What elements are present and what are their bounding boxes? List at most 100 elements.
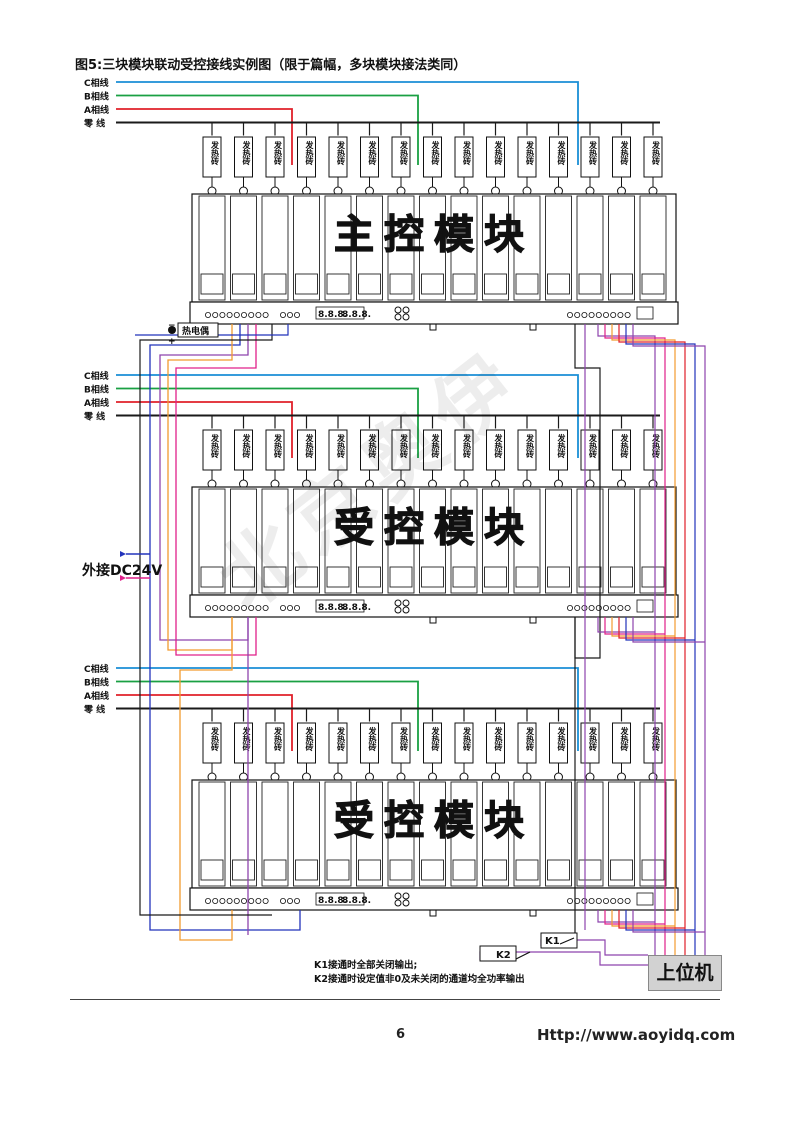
heater-label: 发热砖	[304, 433, 314, 459]
k2-switch-box	[479, 945, 517, 962]
knob	[402, 313, 410, 321]
k1-contact	[559, 937, 575, 945]
phase-bus-a	[116, 108, 293, 165]
host-wire	[618, 324, 686, 955]
host-wire	[597, 617, 655, 633]
terminal	[595, 311, 602, 318]
heater-label: 发热砖	[556, 433, 566, 459]
channel-port	[200, 566, 224, 588]
heater-label: 发热砖	[210, 140, 220, 166]
channel-port	[326, 566, 350, 588]
terminal	[610, 311, 617, 318]
phase-label-a: A相线	[84, 104, 109, 116]
channel-port	[515, 273, 539, 295]
terminal	[204, 898, 211, 905]
channel-port	[578, 566, 602, 588]
display-readout: 8.8.8.	[318, 603, 347, 613]
terminal	[624, 311, 631, 318]
channel-port	[263, 859, 287, 881]
terminal	[567, 898, 574, 905]
terminal	[603, 898, 610, 905]
host-wire	[618, 617, 685, 639]
host-wire	[604, 324, 666, 955]
heater-label: 发热砖	[399, 433, 409, 459]
comm-port	[636, 892, 654, 906]
phase-bus-c	[116, 667, 579, 751]
phase-bus-b	[116, 387, 419, 458]
channel-port	[326, 859, 350, 881]
heater-label: 发热砖	[304, 726, 314, 752]
host-wire	[604, 910, 665, 925]
heater-label: 发热砖	[273, 140, 283, 166]
terminal	[617, 311, 624, 318]
phase-label-c: C相线	[84, 370, 109, 382]
heater-label: 发热砖	[210, 726, 220, 752]
k1-label: K1	[545, 936, 560, 947]
channel-port	[641, 566, 665, 588]
terminal	[226, 605, 233, 612]
knob	[394, 899, 402, 907]
terminal	[293, 605, 300, 612]
module-label: 主控模块	[334, 212, 534, 258]
host-wire	[625, 324, 696, 955]
host-wire	[611, 617, 675, 637]
module-rail	[189, 887, 679, 911]
channel-port	[358, 273, 381, 295]
display-readout: 8.8.8.	[342, 310, 371, 320]
heater-label: 发热砖	[399, 140, 409, 166]
channel-port	[421, 566, 444, 588]
heater-label: 发热砖	[210, 433, 220, 459]
display-readout: 8.8.8.	[318, 310, 347, 320]
knob	[402, 899, 410, 907]
host-computer-box: 上位机	[648, 955, 722, 991]
seven-seg-display	[315, 306, 365, 320]
phase-label-c: C相线	[84, 663, 109, 675]
host-wire	[632, 617, 705, 643]
knob	[394, 892, 402, 900]
host-wire	[611, 910, 675, 927]
terminal	[293, 311, 300, 318]
terminal	[219, 898, 226, 905]
heater-label: 发热砖	[241, 140, 251, 166]
terminal	[603, 311, 610, 318]
host-wire	[611, 324, 676, 955]
terminal	[219, 605, 226, 612]
module-label: 受控模块	[334, 505, 534, 551]
terminal	[279, 605, 286, 612]
channel-port	[326, 273, 350, 295]
channel-port	[641, 859, 665, 881]
channel-port	[358, 859, 381, 881]
display-readout: 8.8.8.	[342, 603, 371, 613]
terminal	[588, 898, 595, 905]
figure-title: 图5:三块模块联动受控接线实例图（限于篇幅，多块模块接法类同）	[75, 58, 467, 73]
display-readout: 8.8.8.	[342, 896, 371, 906]
channel-port	[389, 273, 413, 295]
mount-slot	[529, 910, 537, 917]
terminal	[624, 605, 631, 612]
heater-label: 发热砖	[619, 140, 629, 166]
terminal	[279, 898, 286, 905]
heater-label: 发热砖	[273, 433, 283, 459]
terminal	[233, 898, 240, 905]
heater-label: 发热砖	[619, 433, 629, 459]
channel-port	[610, 273, 633, 295]
channel-port	[421, 859, 444, 881]
terminal	[588, 311, 595, 318]
heater-label: 发热砖	[241, 726, 251, 752]
channel-port	[263, 273, 287, 295]
terminal	[595, 605, 602, 612]
mount-slot	[429, 617, 437, 624]
phase-label-b: B相线	[84, 384, 109, 396]
heater-label: 发热砖	[525, 433, 535, 459]
knob	[394, 306, 402, 314]
k2-contact	[515, 951, 531, 960]
channel-port	[610, 859, 633, 881]
terminal	[293, 898, 300, 905]
thermocouple-label: 热电偶	[182, 325, 209, 337]
terminal	[255, 605, 262, 612]
terminal	[595, 898, 602, 905]
terminal	[204, 605, 211, 612]
terminal	[212, 311, 219, 318]
heater-label: 发热砖	[336, 726, 346, 752]
